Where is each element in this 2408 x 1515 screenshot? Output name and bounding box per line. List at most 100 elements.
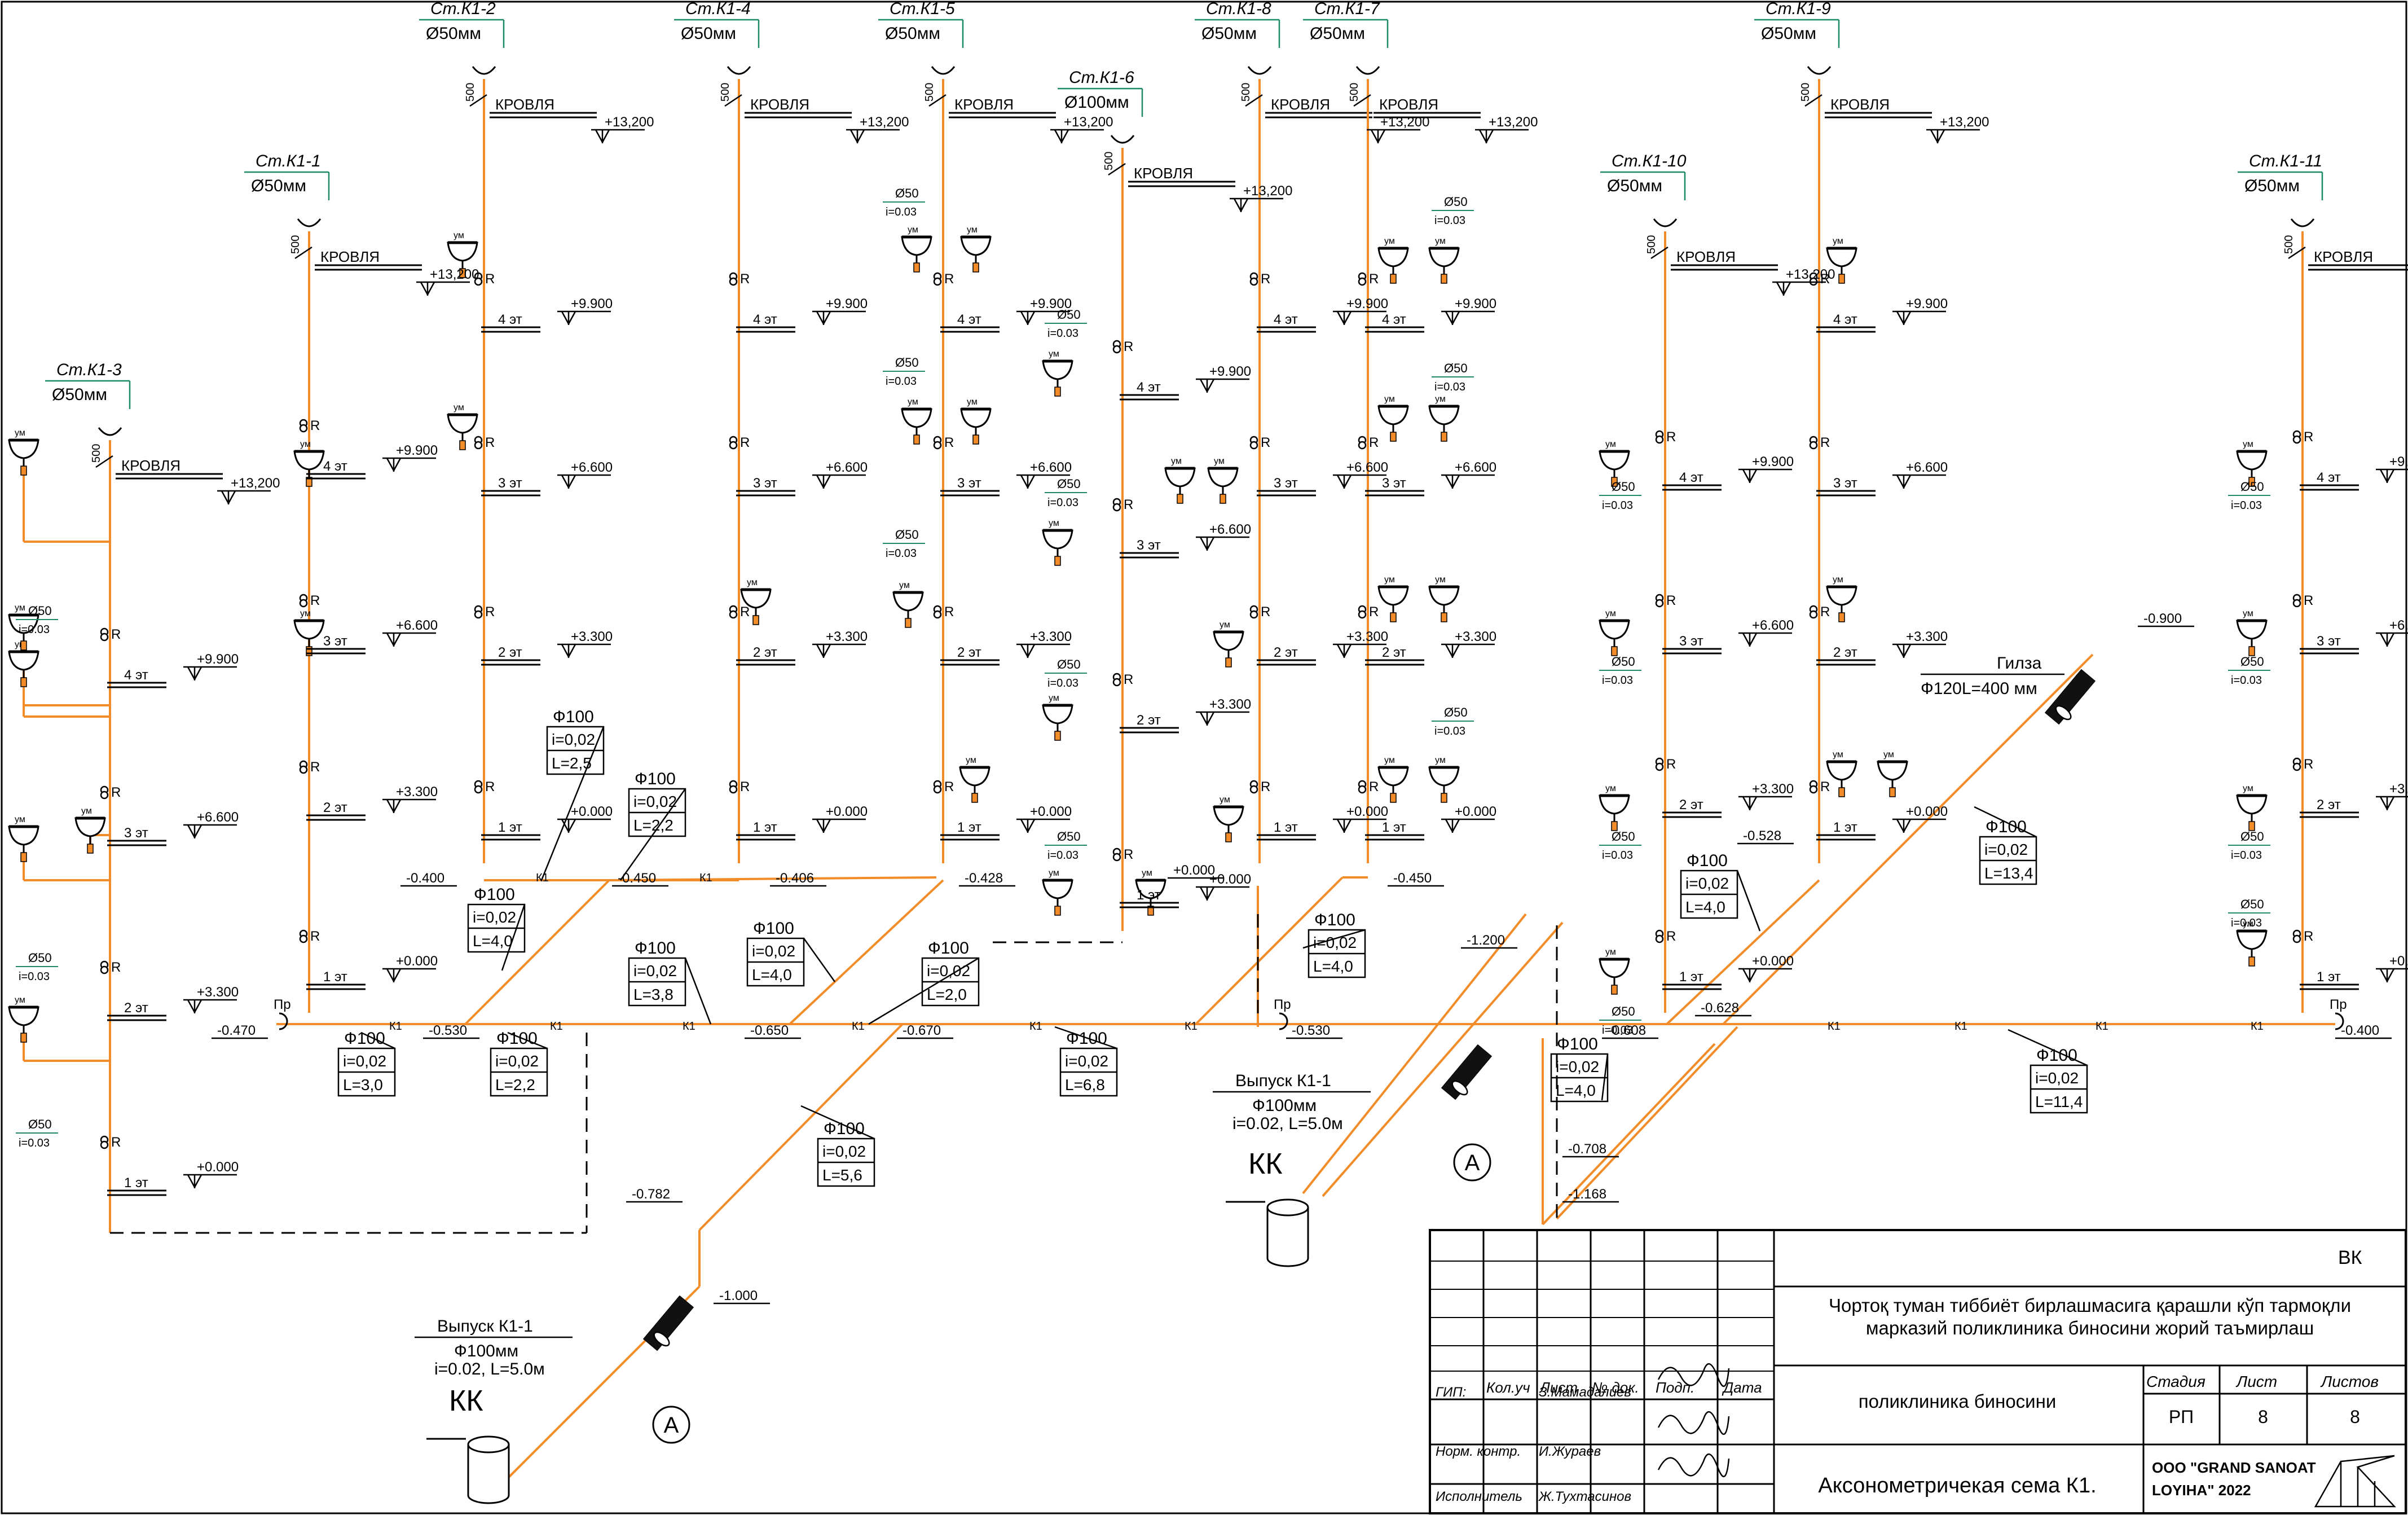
washbasin-bowl (1599, 620, 1630, 640)
floor-elevation: +6.600 (1016, 460, 1072, 489)
revision-label: R (1124, 847, 1133, 862)
elevation-arrow (816, 644, 825, 657)
floor-level: 1 эт (1257, 820, 1316, 841)
floor-elevation: +0.000 (1892, 804, 1948, 833)
elevation-arrow (393, 968, 402, 982)
revision-icon (474, 441, 483, 450)
washbasin-trap-fitting (306, 477, 312, 487)
floor-elevation: +0.000 (183, 1160, 239, 1188)
revision-icon (299, 934, 308, 943)
elevation-value: +0.000 (197, 1160, 239, 1175)
riser-extension: 500 (719, 83, 732, 102)
floor-name: 1 эт (1679, 969, 1703, 985)
stage-label: Стадия (2146, 1373, 2206, 1390)
washbasin-icon: ум (293, 440, 325, 487)
washbasin-trap-fitting (1225, 832, 1232, 842)
revision-fitting: R (1249, 271, 1270, 287)
revision-icon (299, 765, 308, 774)
elevation-value: +13,200 (231, 476, 280, 491)
floor-level: 3 эт (940, 476, 1000, 497)
role-title: Норм. контр. (1436, 1444, 1521, 1459)
washbasin-bowl (1377, 586, 1409, 606)
revision-fitting: R (2292, 929, 2313, 944)
washbasin-icon: ум (2236, 919, 2268, 967)
elevation-arrow (1020, 475, 1029, 488)
revision-icon (1809, 441, 1818, 450)
elevation-value: +3.300 (571, 629, 613, 644)
spec-leader (360, 1031, 395, 1049)
sink-pipe-slope: i=0.03 (1047, 327, 1078, 340)
sheet-value: 8 (2258, 1407, 2268, 1427)
floor-level: 4 эт (1662, 470, 1722, 491)
riser-diameter: Ø50мм (1201, 24, 1257, 43)
invert-value: -0.608 (1608, 1023, 1646, 1038)
elevation-arrow (561, 819, 570, 832)
revision-icon (1249, 610, 1258, 619)
riser-diameter: Ø50мм (681, 24, 736, 43)
revision-fitting: R (100, 1135, 121, 1150)
revision-icon (2292, 599, 2301, 608)
elevation-value: +3.300 (2389, 781, 2408, 797)
revision-fitting: R (100, 960, 121, 975)
fixture-label: ум (1049, 519, 1059, 528)
floor-name: 2 эт (1274, 645, 1298, 660)
floor-elevation: +0.000 (1738, 954, 1794, 982)
outlet-diameter: Ф100мм (454, 1342, 518, 1360)
roof-label: КРОВЛЯ (954, 96, 1014, 113)
washbasin-bowl (1377, 247, 1409, 267)
well-label: КК (1248, 1148, 1283, 1180)
elevation-arrow (1936, 129, 1945, 143)
sink-pipe-slope: i=0.03 (1434, 381, 1465, 393)
elevation-arrow (193, 666, 202, 680)
pipe-length: L=4,0 (1556, 1082, 1596, 1099)
revision-fitting: R (1112, 339, 1133, 354)
elevation-arrow (822, 644, 831, 657)
floor-level: 2 эт (1120, 713, 1179, 734)
fixture-label: ум (1605, 609, 1616, 618)
fixture-label: ум (1049, 349, 1059, 359)
washbasin-icon: ум (1826, 236, 1857, 284)
sink-pipe-diameter: Ø50 (2240, 655, 2264, 669)
roof-elevation: +13,200 (1926, 115, 1989, 143)
washbasin-bowl (901, 408, 932, 428)
elevation-value: +3.300 (1752, 781, 1794, 797)
floor-elevation: +6.600 (1441, 460, 1496, 489)
revision-icon (100, 1140, 109, 1149)
branch (698, 1023, 904, 1231)
floor-name: 2 эт (1833, 645, 1857, 660)
washbasin-icon: ум (1042, 519, 1073, 566)
column-header: Подп. (1656, 1379, 1694, 1396)
project-title: Чортоқ туман тиббиёт бирлашмасига қарашл… (1829, 1295, 2351, 1316)
elevation-value: +0.000 (396, 954, 438, 969)
sink-pipe-slope: i=0.03 (886, 547, 917, 560)
elevation-value: +13,200 (605, 115, 654, 130)
branch (1195, 876, 1344, 1025)
elevation-arrow (1896, 819, 1905, 832)
floor-name: 2 эт (323, 800, 347, 815)
invert-value: -1.000 (719, 1288, 758, 1303)
revision-fitting: R (1655, 757, 1676, 772)
vent-cap-icon (2290, 218, 2315, 227)
revision-icon (1249, 441, 1258, 450)
fixture-label: ум (1384, 394, 1395, 404)
revision-icon (2292, 762, 2301, 771)
fixture-label: ум (1435, 756, 1446, 765)
column-header: № док. (1592, 1379, 1639, 1396)
fixture-label: ум (2243, 609, 2253, 618)
sink-pipe-diameter: Ø50 (28, 604, 52, 618)
revision-icon (2292, 435, 2301, 444)
sink-pipe-diameter: Ø50 (895, 186, 919, 200)
invert-mark: -0.530 (1286, 1023, 1342, 1039)
elevation-value: +0.000 (2389, 954, 2408, 969)
washbasin-bowl (1042, 529, 1073, 550)
washbasin-icon: ум (447, 403, 478, 450)
washbasin-icon: ум (1042, 868, 1073, 916)
washbasin-icon: ум (1164, 456, 1196, 504)
floor-level: 3 эт (1365, 476, 1424, 497)
sleeve-end (2055, 705, 2072, 721)
washbasin-icon: ум (8, 995, 39, 1043)
elevation-arrow (1903, 644, 1912, 657)
